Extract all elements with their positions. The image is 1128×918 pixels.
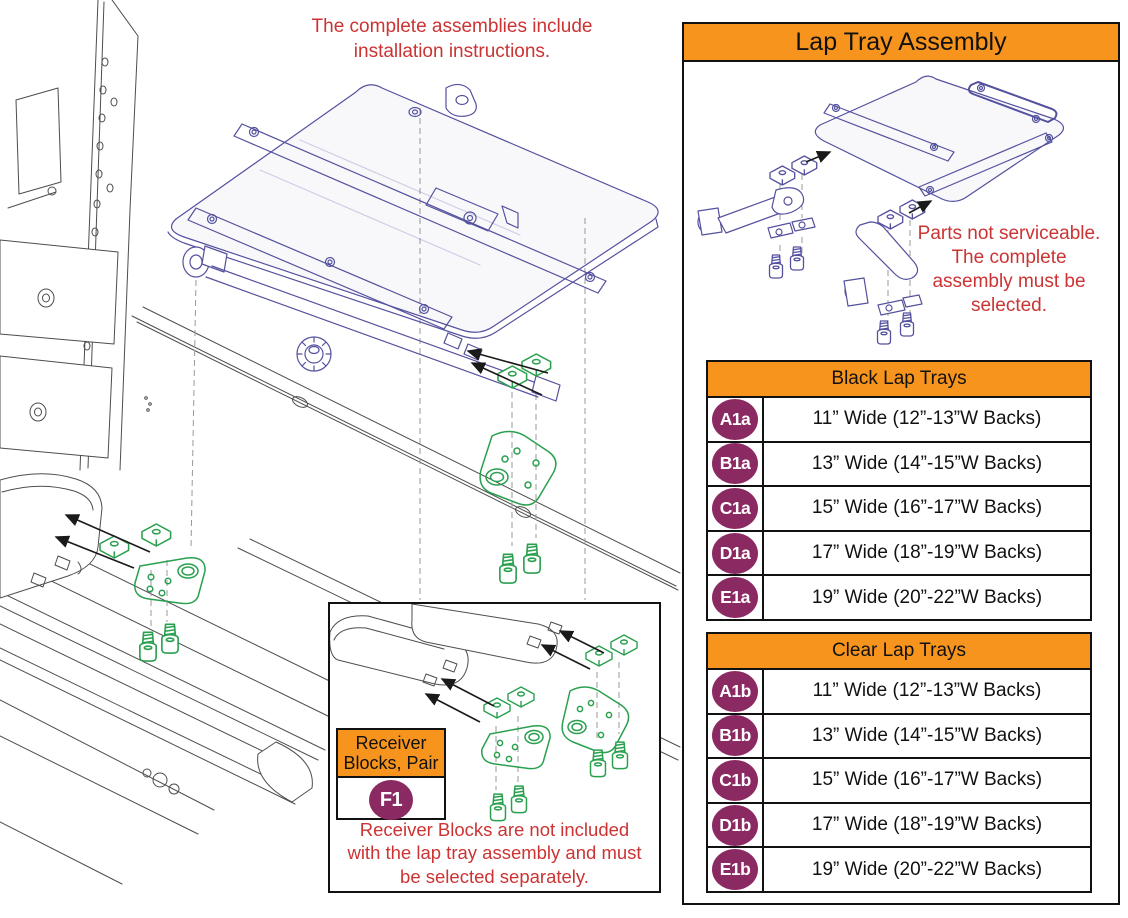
back-post [0, 0, 152, 471]
row-description: 13” Wide (14”-15”W Backs) [811, 724, 1043, 746]
table-row: C1b 15” Wide (16”-17”W Backs) [708, 759, 1090, 804]
panel-swing-arm-left [697, 187, 816, 239]
receiver-note-line: Receiver Blocks are not included [359, 819, 630, 840]
item-badge: C1a [712, 487, 758, 529]
row-description: 13” Wide (14”-15”W Backs) [811, 452, 1043, 474]
item-badge: C1b [712, 759, 758, 801]
receiver-blocks-note: Receiver Blocks are not included with th… [330, 818, 659, 888]
panel-note-line: The complete [951, 246, 1067, 268]
panel-title: Lap Tray Assembly [684, 24, 1118, 62]
table-row: A1b 11” Wide (12”-13”W Backs) [708, 669, 1090, 715]
row-badge-cell: B1a [708, 442, 764, 486]
row-description: 11” Wide (12”-13”W Backs) [812, 408, 1042, 430]
item-badge-f1: F1 [369, 780, 413, 821]
row-description: 15” Wide (16”-17”W Backs) [811, 769, 1043, 791]
inset-pointer-arrows [424, 630, 605, 723]
receiver-hardware-lower [99, 523, 206, 662]
lap-tray-assembly-panel: Lap Tray Assembly [682, 22, 1120, 905]
item-badge: A1a [712, 398, 758, 440]
item-badge: B1b [712, 715, 758, 757]
row-badge-cell: C1a [708, 487, 764, 530]
panel-tray [814, 75, 1065, 202]
item-badge: E1b [712, 849, 758, 891]
table-row: B1b 13” Wide (14”-15”W Backs) [708, 714, 1090, 760]
label-title-line: Receiver [355, 733, 427, 753]
chair-and-tray-diagram [0, 0, 681, 885]
item-badge: D1b [712, 804, 758, 846]
panel-pointer-arrows [805, 151, 933, 214]
inset-armrests [330, 604, 563, 687]
panel-note-line: Parts not serviceable. [917, 223, 1101, 244]
row-badge-cell: E1b [708, 848, 764, 891]
row-badge-cell: B1b [708, 714, 764, 758]
inset-hardware-left [481, 686, 551, 822]
black-lap-trays-table: Black Lap Trays A1a 11” Wide (12”-13”W B… [706, 360, 1092, 621]
panel-note-line: assembly must be [932, 270, 1086, 292]
row-description: 17” Wide (18”-19”W Backs) [811, 814, 1043, 836]
row-badge-cell: D1a [708, 531, 764, 575]
table-row: D1b 17” Wide (18”-19”W Backs) [708, 803, 1090, 849]
row-description: 11” Wide (12”-13”W Backs) [812, 680, 1042, 702]
item-badge: A1b [712, 670, 758, 712]
receiver-blocks-label-body: F1 [338, 778, 444, 821]
receiver-hardware-upper [479, 353, 557, 584]
row-badge-cell: A1a [708, 398, 764, 441]
row-description: 19” Wide (20”-22”W Backs) [811, 586, 1043, 608]
row-description: 15” Wide (16”-17”W Backs) [811, 497, 1043, 519]
row-description: 19” Wide (20”-22”W Backs) [811, 858, 1043, 880]
table-row: E1b 19” Wide (20”-22”W Backs) [708, 848, 1090, 891]
installation-note-line: The complete assemblies include [311, 16, 593, 37]
pointer-arrows [54, 348, 549, 569]
table-row: B1a 13” Wide (14”-15”W Backs) [708, 442, 1090, 488]
receiver-blocks-diagram [330, 604, 638, 822]
row-badge-cell: A1b [708, 669, 764, 713]
table-row: D1a 17” Wide (18”-19”W Backs) [708, 531, 1090, 577]
item-badge: D1a [712, 532, 758, 574]
inset-hardware-right [561, 634, 638, 778]
item-badge: B1a [712, 443, 758, 485]
row-badge-cell: C1b [708, 759, 764, 802]
receiver-note-line: be selected separately. [400, 865, 589, 887]
panel-note-line: selected. [970, 294, 1048, 316]
row-badge-cell: E1a [708, 576, 764, 619]
clear-lap-trays-table: Clear Lap Trays A1b 11” Wide (12”-13”W B… [706, 631, 1092, 893]
armrest [0, 473, 103, 599]
installation-note-line: installation instructions. [353, 41, 551, 63]
panel-swing-arm-right [843, 221, 923, 316]
receiver-blocks-label-title: Receiver Blocks, Pair [338, 730, 444, 779]
row-description: 17” Wide (18”-19”W Backs) [811, 542, 1043, 564]
table-row: C1a 15” Wide (16”-17”W Backs) [708, 487, 1090, 532]
receiver-blocks-inset: Receiver Blocks, Pair F1 Receiver Blocks… [328, 602, 661, 893]
table-row: E1a 19” Wide (20”-22”W Backs) [708, 576, 1090, 619]
lap-tray-exploded-diagram [697, 75, 1065, 345]
row-badge-cell: D1b [708, 803, 764, 847]
table-row: A1a 11” Wide (12”-13”W Backs) [708, 398, 1090, 443]
label-title-line: Blocks, Pair [343, 753, 439, 774]
lap-tray-assembly-diagram-area: Parts not serviceable. The complete asse… [684, 62, 1118, 358]
table-header: Black Lap Trays [708, 362, 1090, 398]
not-serviceable-note: Parts not serviceable. The complete asse… [904, 222, 1114, 318]
receiver-blocks-label-box: Receiver Blocks, Pair F1 [336, 728, 446, 821]
tray-mount-arm [182, 245, 561, 402]
lap-tray [167, 83, 659, 361]
table-header: Clear Lap Trays [708, 633, 1090, 670]
installation-note: The complete assemblies include installa… [252, 14, 652, 64]
receiver-note-line: with the lap tray assembly and must [347, 842, 642, 864]
item-badge: E1a [712, 577, 758, 619]
